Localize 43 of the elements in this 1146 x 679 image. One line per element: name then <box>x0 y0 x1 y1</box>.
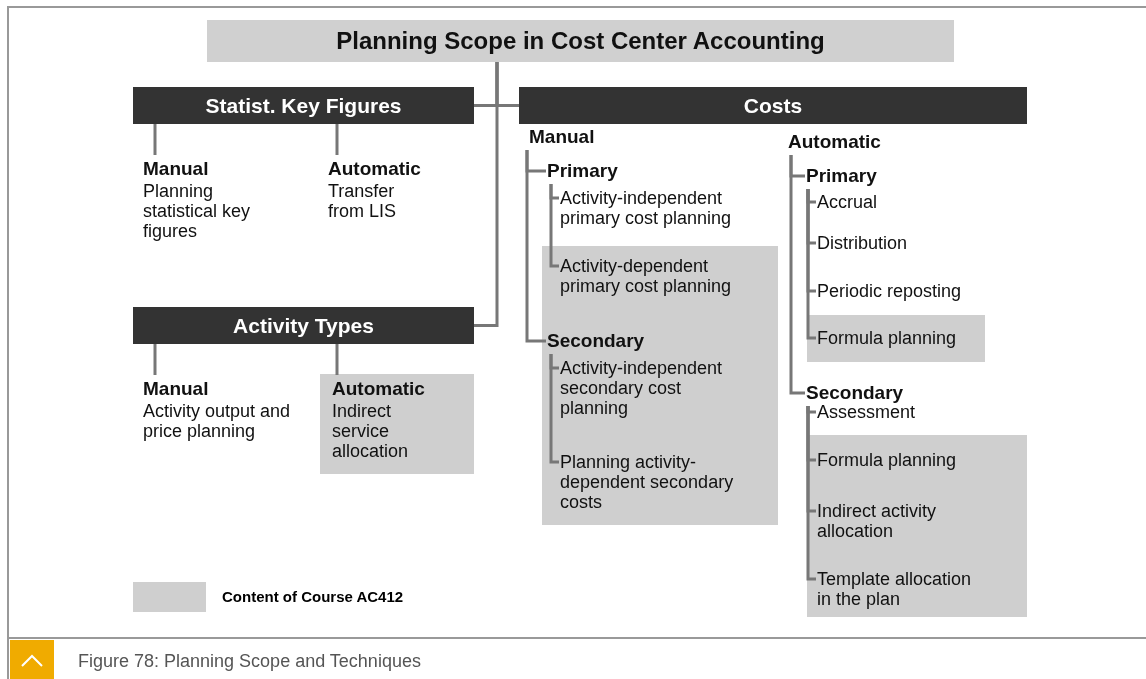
tree-heading: Automatic <box>328 157 421 181</box>
category-bar: Costs <box>519 87 1027 124</box>
category-bar: Activity Types <box>133 307 474 344</box>
tree-item: Accrual <box>817 192 878 212</box>
figure-caption: Figure 78: Planning Scope and Techniques <box>78 650 421 672</box>
connector-line <box>153 124 157 155</box>
tree-item: Planning activity-dependent secondary costs <box>560 452 765 512</box>
connector-line <box>549 184 559 268</box>
connector-line <box>789 155 805 395</box>
description-text: Planning statistical key figures <box>143 181 252 241</box>
tree-heading: Manual <box>143 377 209 401</box>
tree-heading: Automatic <box>788 131 881 153</box>
tree-heading: Automatic <box>332 377 425 401</box>
connector-line <box>153 344 157 375</box>
category-bar: Statist. Key Figures <box>133 87 474 124</box>
description-text: Indirect service allocation <box>332 401 410 461</box>
description-text: Transfer from LIS <box>328 181 398 221</box>
tree-heading: Manual <box>143 157 209 181</box>
connector-line <box>525 150 546 343</box>
tree-heading: Primary <box>547 160 618 182</box>
connector-line <box>335 124 339 155</box>
tree-item: Indirect activity allocation <box>817 501 997 541</box>
tree-item: Formula planning <box>817 450 957 470</box>
legend-label: Content of Course AC412 <box>222 588 404 606</box>
connector-line <box>474 62 499 327</box>
tree-heading: Primary <box>806 165 877 187</box>
tree-item: Template allocation in the plan <box>817 569 989 609</box>
tree-item: Activity-dependent primary cost planning <box>560 256 765 296</box>
tree-item: Distribution <box>817 233 908 253</box>
tree-item: Activity-independent secondary cost planning <box>560 358 750 418</box>
title-banner: Planning Scope in Cost Center Accounting <box>207 20 954 62</box>
tree-item: Activity-independent primary cost planning <box>560 188 765 228</box>
description-text: Activity output and price planning <box>143 401 292 441</box>
tree-item: Assessment <box>817 402 916 422</box>
connector-line <box>335 344 339 375</box>
tree-heading: Secondary <box>547 330 645 352</box>
tree-heading: Secondary <box>806 382 904 404</box>
tree-heading: Manual <box>529 126 595 148</box>
tree-item: Formula planning <box>817 328 957 348</box>
tree-item: Periodic reposting <box>817 281 962 301</box>
connector-line <box>806 406 816 581</box>
connector-line <box>806 189 816 340</box>
connector-line <box>549 354 559 464</box>
